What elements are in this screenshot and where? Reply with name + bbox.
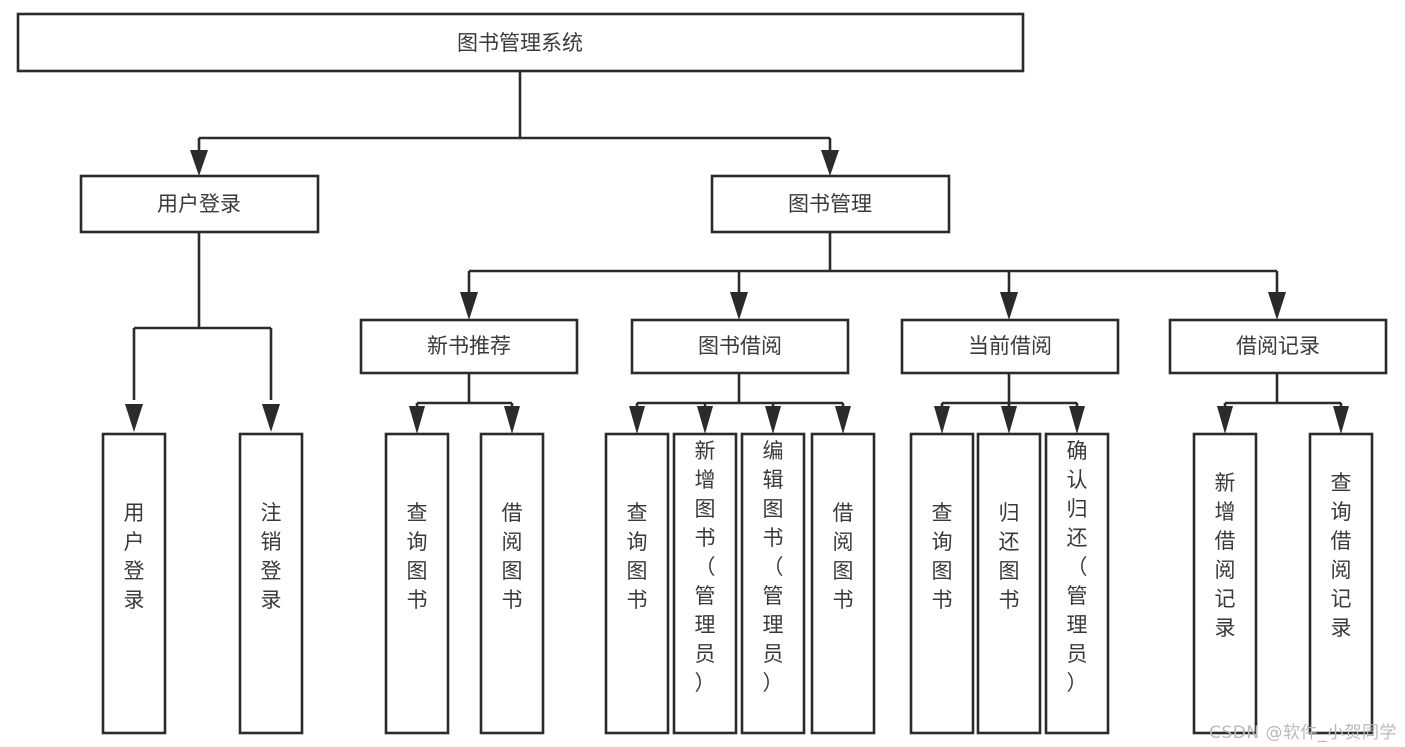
arrow-head-user-login	[190, 150, 208, 176]
connectors	[125, 70, 1349, 434]
leaf-node[interactable]: 编辑图书（管理员）	[740, 432, 806, 735]
leaf-node[interactable]: 注销登录	[238, 432, 304, 735]
arrow-head-book-mgmt	[821, 150, 839, 176]
arrow-head-currentborrow-leaf-3	[1069, 406, 1085, 434]
node-user-login[interactable]: 用户登录	[79, 174, 320, 234]
leaf-node[interactable]: 新增借阅记录	[1192, 432, 1258, 735]
arrow-head-book-borrow	[730, 292, 748, 320]
leaf-label-vertical: 借阅图书	[833, 501, 854, 612]
node-new-book-recommend-label: 新书推荐	[427, 334, 511, 358]
arrow-head-currentborrow-leaf-2	[1001, 406, 1017, 434]
node-new-book-recommend[interactable]: 新书推荐	[359, 318, 579, 375]
leaf-node[interactable]: 确认归还（管理员）	[1044, 432, 1110, 735]
leaf-node[interactable]: 用户登录	[101, 432, 167, 735]
leaf-node[interactable]: 查询图书	[384, 432, 450, 735]
arrow-head-bookborrow-leaf-3	[765, 406, 781, 434]
leaf-node[interactable]: 查询图书	[909, 432, 975, 735]
arrow-head-leaf-logout	[262, 404, 280, 432]
node-current-borrow-label: 当前借阅	[968, 334, 1052, 358]
node-book-management[interactable]: 图书管理	[710, 174, 951, 234]
node-book-borrow-label: 图书借阅	[698, 334, 782, 358]
arrow-head-newbook-leaf-1	[409, 406, 425, 434]
leaf-label-vertical: 归还图书	[999, 501, 1020, 612]
arrow-head-newbook-leaf-2	[504, 406, 520, 434]
leaf-label-vertical: 编辑图书（管理员）	[763, 439, 784, 695]
node-current-borrow[interactable]: 当前借阅	[900, 318, 1120, 375]
leaf-label-vertical: 新增图书（管理员）	[695, 439, 716, 695]
leaf-label-vertical: 借阅图书	[502, 501, 523, 612]
leaf-label-vertical: 注销登录	[261, 501, 282, 612]
leaf-node[interactable]: 新增图书（管理员）	[672, 432, 738, 735]
arrow-head-borrowrecord-leaf-1	[1217, 406, 1233, 434]
leaf-label-vertical: 查询图书	[407, 501, 428, 612]
arrow-head-current-borrow	[1000, 292, 1018, 320]
arrow-head-borrowrecord-leaf-2	[1333, 406, 1349, 434]
leaf-label-vertical: 新增借阅记录	[1215, 471, 1236, 640]
leaf-node[interactable]: 查询图书	[604, 432, 670, 735]
arrow-head-new-book	[460, 292, 478, 320]
node-borrow-record[interactable]: 借阅记录	[1168, 318, 1388, 375]
arrow-head-bookborrow-leaf-2	[697, 406, 713, 434]
leaf-node[interactable]: 查询借阅记录	[1308, 432, 1374, 735]
node-book-borrow[interactable]: 图书借阅	[630, 318, 850, 375]
node-borrow-record-label: 借阅记录	[1236, 334, 1320, 358]
node-root-label: 图书管理系统	[457, 31, 583, 55]
node-user-login-label: 用户登录	[157, 192, 241, 216]
leaf-node[interactable]: 借阅图书	[479, 432, 545, 735]
node-book-management-label: 图书管理	[788, 192, 872, 216]
leaf-label-vertical: 用户登录	[124, 501, 145, 612]
leaf-node[interactable]: 归还图书	[976, 432, 1042, 735]
leaf-node[interactable]: 借阅图书	[810, 432, 876, 735]
arrow-head-bookborrow-leaf-4	[835, 406, 851, 434]
arrow-head-leaf-user-login	[125, 404, 143, 432]
arrow-head-bookborrow-leaf-1	[629, 406, 645, 434]
leaf-label-vertical: 查询图书	[627, 501, 648, 612]
leaf-label-vertical: 查询借阅记录	[1331, 471, 1352, 640]
leaf-label-vertical: 确认归还（管理员）	[1067, 439, 1088, 695]
arrow-head-currentborrow-leaf-1	[934, 406, 950, 434]
node-root[interactable]: 图书管理系统	[16, 12, 1025, 73]
leaf-label-vertical: 查询图书	[932, 501, 953, 612]
arrow-head-borrow-record	[1268, 292, 1286, 320]
